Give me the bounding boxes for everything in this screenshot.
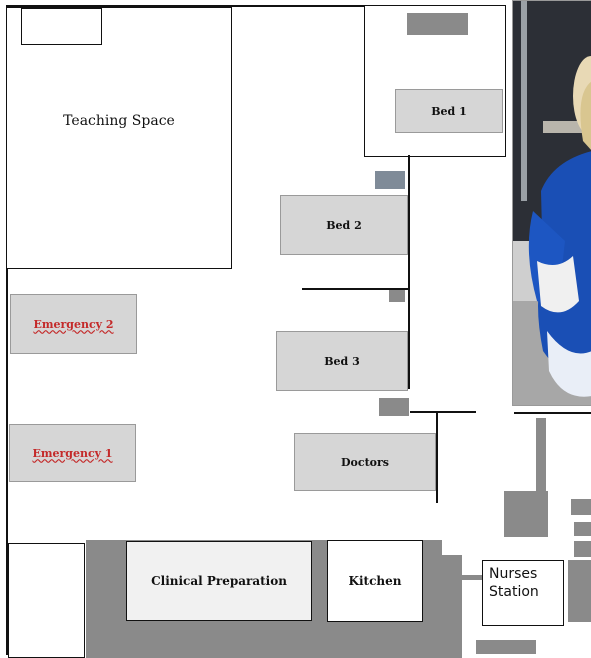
kitchen-label: Kitchen xyxy=(348,574,402,588)
nurses-station-room: Nurses Station xyxy=(482,560,564,626)
outer-wall-left xyxy=(6,5,8,655)
bed-3-equipment xyxy=(379,398,409,416)
bottom-right-bar xyxy=(476,640,536,654)
nurse-photo-illustration xyxy=(513,1,591,405)
clinical-preparation-room: Clinical Preparation xyxy=(126,541,312,621)
doctors-wall-top xyxy=(410,411,476,413)
emergency-2-label: Emergency 2 xyxy=(33,317,114,331)
nurse-photo xyxy=(512,0,591,406)
corridor-wall xyxy=(408,155,410,389)
right-equipment-1 xyxy=(504,491,548,537)
outer-wall-top xyxy=(6,5,504,7)
bottom-counter-ext xyxy=(442,555,462,658)
right-equipment-5 xyxy=(568,560,591,622)
bed-3-equipment-top xyxy=(389,290,405,302)
bed-3-label: Bed 3 xyxy=(324,354,360,368)
right-equipment-2 xyxy=(571,499,591,515)
emergency-1-label: Emergency 1 xyxy=(32,446,113,460)
teaching-space-room: Teaching Space xyxy=(6,7,232,269)
right-post xyxy=(536,418,546,494)
doctors-wall-right xyxy=(436,411,438,503)
nurses-station-label: Nurses Station xyxy=(489,566,539,600)
bed-partition xyxy=(302,288,408,290)
bed-1-label: Bed 1 xyxy=(431,104,467,118)
bed-3: Bed 3 xyxy=(276,331,408,391)
bed-2: Bed 2 xyxy=(280,195,408,255)
emergency-1-bed: Emergency 1 xyxy=(9,424,136,482)
bed-1: Bed 1 xyxy=(395,89,503,133)
emergency-2-bed: Emergency 2 xyxy=(10,294,137,354)
bottom-left-room xyxy=(8,543,85,658)
right-equipment-4 xyxy=(574,541,591,557)
bed-2-equipment xyxy=(375,171,405,189)
right-wall-upper xyxy=(514,412,591,414)
doctors-desk: Doctors xyxy=(294,433,436,491)
right-equipment-3 xyxy=(574,522,591,536)
bed-2-label: Bed 2 xyxy=(326,218,362,232)
doctors-label: Doctors xyxy=(341,455,389,469)
bed-1-equipment xyxy=(407,13,468,35)
clinical-preparation-label: Clinical Preparation xyxy=(151,574,287,588)
teaching-space-cabinet xyxy=(21,8,102,45)
bottom-connector xyxy=(462,575,482,580)
kitchen-room: Kitchen xyxy=(327,540,423,622)
teaching-space-label: Teaching Space xyxy=(63,113,175,129)
